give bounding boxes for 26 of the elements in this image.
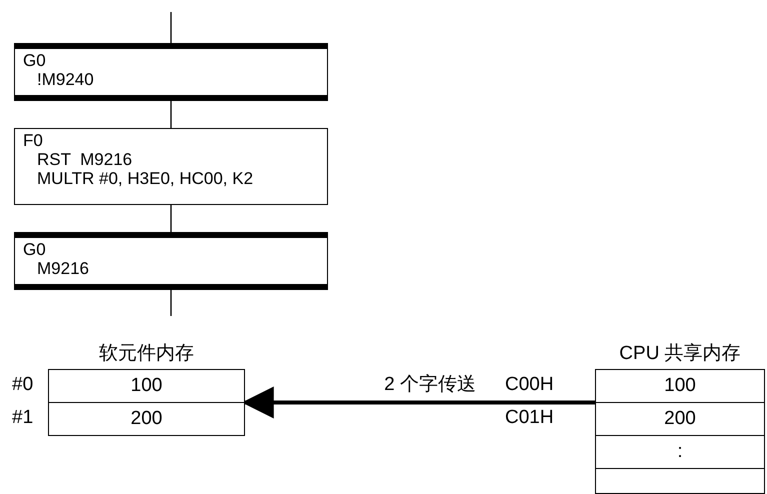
memory-title: 软元件内存 [98, 343, 195, 365]
instruction-text: M9216 [36, 259, 90, 278]
memory-cell: 100 [48, 369, 245, 403]
instruction-text: MULTR #0, H3E0, HC00, K2 [36, 169, 254, 188]
connector-line [170, 290, 172, 316]
connector-line [170, 205, 172, 232]
address-label: #0 [12, 373, 34, 397]
memory-cell: 200 [595, 402, 765, 436]
address-label: C00H [505, 373, 554, 397]
step-number: G0 [23, 240, 47, 259]
memory-title: CPU 共享内存 [618, 343, 742, 365]
connector-line [170, 12, 172, 43]
empty-memory-cell [595, 468, 765, 494]
instruction-text: !M9240 [36, 70, 95, 89]
address-label: #1 [12, 406, 34, 430]
step-box [14, 43, 328, 101]
step-box [14, 128, 328, 205]
address-label: C01H [505, 406, 554, 430]
step-number: F0 [23, 131, 44, 150]
memory-cell: 200 [48, 402, 245, 436]
memory-cell: 100 [595, 369, 765, 403]
connector-line [170, 101, 172, 128]
step-box [14, 232, 328, 290]
step-number: G0 [23, 51, 47, 70]
instruction-text: RST M9216 [36, 150, 134, 169]
memory-cell: : [595, 435, 765, 469]
